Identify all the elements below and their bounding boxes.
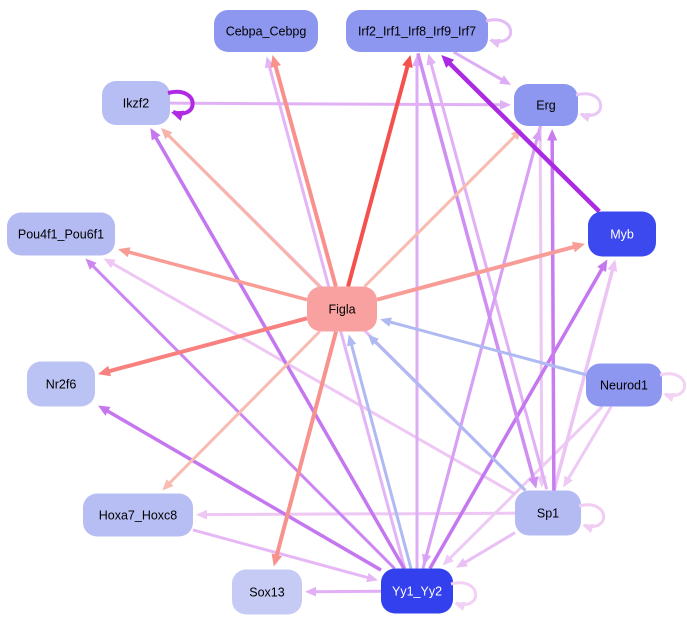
edge-Yy1_Yy2-Sox13 <box>305 586 382 597</box>
node-Myb[interactable]: Myb <box>588 211 656 257</box>
self-loop-Sp1 <box>578 503 606 534</box>
node-Cebpa_Cebpg[interactable]: Cebpa_Cebpg <box>214 10 318 52</box>
edge-Yy1_Yy2-Irf2_Irf1_Irf8_Irf9_Irf7 <box>412 55 422 569</box>
node-label: Irf2_Irf1_Irf8_Irf9_Irf7 <box>358 25 476 39</box>
edge-Sp1-Yy1_Yy2 <box>456 531 516 568</box>
node-label: Neurod1 <box>600 379 648 393</box>
self-loop-layer <box>167 18 687 612</box>
edge-Yy1_Yy2-Pou4f1_Pou6f1 <box>85 258 396 570</box>
edge-Neurod1-Sp1 <box>563 405 613 488</box>
edge-Sp1-Pou4f1_Pou6f1 <box>103 258 516 496</box>
node-Pou4f1_Pou6f1[interactable]: Pou4f1_Pou6f1 <box>7 212 115 256</box>
node-label: Pou4f1_Pou6f1 <box>18 228 104 242</box>
node-label: Yy1_Yy2 <box>392 585 442 599</box>
node-Hoxa7_Hoxc8[interactable]: Hoxa7_Hoxc8 <box>83 493 193 537</box>
edge-Figla-Irf2_Irf1_Irf8_Irf9_Irf7 <box>346 55 413 288</box>
edge-Myb-Irf2_Irf1_Irf8_Irf9_Irf7 <box>441 55 601 214</box>
self-loop-Neurod1 <box>659 372 687 403</box>
node-layer: Cebpa_Cebpg Irf2_Irf1_Irf8_Irf9_Irf7Ikzf2… <box>7 10 662 615</box>
node-label: Ikzf2 <box>123 97 149 111</box>
node-label: Erg <box>536 99 556 113</box>
node-label: Figla <box>328 303 355 317</box>
edge-Figla-Hoxa7_Hoxc8 <box>162 330 321 491</box>
self-loop-Ikzf2 <box>167 89 195 121</box>
node-Figla[interactable]: Figla <box>307 286 377 332</box>
edge-Sp1-Irf2_Irf1_Irf8_Irf9_Irf7 <box>426 53 549 490</box>
edge-Figla-Myb <box>376 241 585 302</box>
node-Sp1[interactable]: Sp1 <box>515 490 581 536</box>
node-label: Sp1 <box>537 507 559 521</box>
self-loop-Erg <box>575 92 603 123</box>
edge-Irf2_Irf1_Irf8_Irf9_Irf7-Sp1 <box>416 52 539 489</box>
node-Sox13[interactable]: Sox13 <box>232 569 302 615</box>
node-Irf2_Irf1_Irf8_Irf9_Irf7[interactable]: Irf2_Irf1_Irf8_Irf9_Irf7 <box>346 10 488 52</box>
node-label: Cebpa_Cebpg <box>226 25 307 39</box>
edge-Sp1-Myb <box>552 259 618 491</box>
edge-Ikzf2-Erg <box>169 99 511 110</box>
edge-Sp1-Erg <box>547 128 558 491</box>
edge-Figla-Cebpa_Cebpg <box>270 55 338 288</box>
edge-Sp1-Hoxa7_Hoxc8 <box>196 509 516 520</box>
node-Nr2f6[interactable]: Nr2f6 <box>27 361 95 407</box>
edge-Figla-Nr2f6 <box>98 316 308 377</box>
edge-Sp1-Figla <box>367 334 527 492</box>
node-Neurod1[interactable]: Neurod1 <box>586 363 662 407</box>
edge-Neurod1-Yy1_Yy2 <box>442 405 604 566</box>
self-loop-Irf2_Irf1_Irf8_Irf9_Irf7 <box>485 18 513 49</box>
edge-Yy1_Yy2-Erg <box>421 129 542 569</box>
edge-Erg-Sp1 <box>537 126 547 488</box>
node-Erg[interactable]: Erg <box>514 84 578 126</box>
edge-Figla-Pou4f1_Pou6f1 <box>118 247 308 302</box>
node-Ikzf2[interactable]: Ikzf2 <box>102 81 170 125</box>
node-Yy1_Yy2[interactable]: Yy1_Yy2 <box>381 568 453 614</box>
node-label: Myb <box>610 228 634 242</box>
node-label: Hoxa7_Hoxc8 <box>99 509 178 523</box>
edge-Hoxa7_Hoxc8-Yy1_Yy2 <box>192 528 378 583</box>
node-label: Nr2f6 <box>46 378 77 392</box>
edge-Yy1_Yy2-Ikzf2 <box>150 128 406 570</box>
edge-Figla-Sox13 <box>271 330 338 567</box>
edge-Yy1_Yy2-Nr2f6 <box>98 405 382 572</box>
edge-Figla-Ikzf2 <box>161 128 321 288</box>
edge-Neurod1-Figla <box>380 317 587 377</box>
edge-Irf2_Irf1_Irf8_Irf9_Irf7-Erg <box>452 50 511 85</box>
self-loop-Yy1_Yy2 <box>450 581 478 612</box>
node-label: Sox13 <box>249 586 284 600</box>
edge-Yy1_Yy2-Figla <box>346 334 413 569</box>
